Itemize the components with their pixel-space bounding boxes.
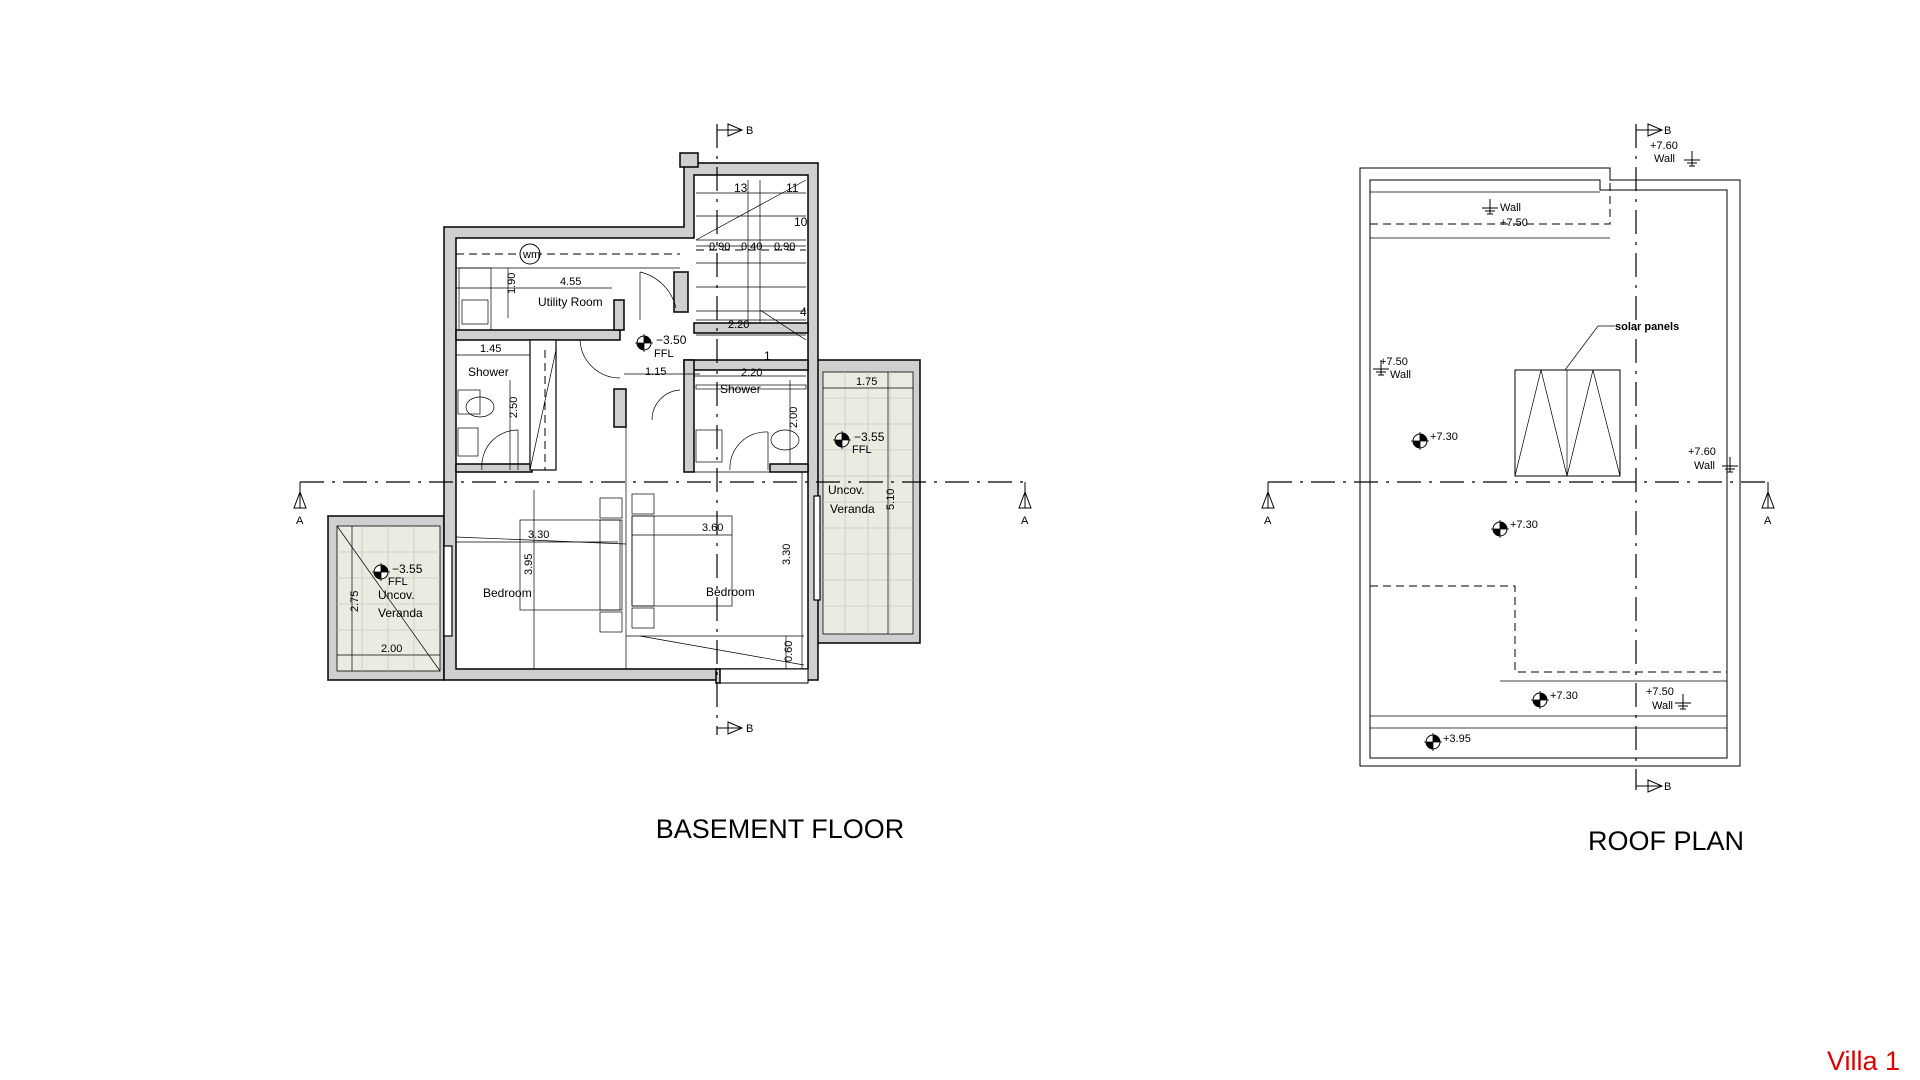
dim-label: 0.40 — [741, 241, 762, 253]
room-label-veranda-right: Uncov. — [828, 483, 864, 497]
dim-label: 1.15 — [645, 366, 666, 378]
section-mark-b-bottom: B — [746, 723, 753, 735]
roof-wall-label: Wall — [1390, 369, 1411, 381]
room-label-utility: Utility Room — [538, 295, 603, 309]
dim-label: 1.90 — [506, 273, 518, 294]
solar-panels — [1514, 325, 1621, 477]
dim-label: 2.20 — [741, 367, 762, 379]
dim-label: 2.20 — [728, 319, 749, 331]
ffl-right: FFL — [852, 444, 872, 456]
basement-floor-title: BASEMENT FLOOR — [656, 814, 905, 844]
level-center: −3.50 — [656, 333, 687, 347]
dim-label: 5.10 — [885, 489, 897, 510]
basement-labels: Utility Room Shower Shower Bedroom Bedro… — [296, 125, 1029, 844]
veranda-right — [815, 359, 921, 644]
room-label-veranda-left: Uncov. — [378, 588, 414, 602]
room-label-shower-right: Shower — [720, 382, 761, 396]
dim-label: 3.95 — [523, 554, 535, 575]
level-symbol — [634, 333, 654, 353]
dim-label: 2.50 — [508, 397, 520, 418]
dim-label: 3.60 — [702, 522, 723, 534]
dim-label: 1.45 — [480, 343, 501, 355]
villa-label: Villa 1 — [1827, 1046, 1900, 1076]
basement-section-lines — [293, 123, 1032, 735]
level-right: −3.55 — [854, 430, 885, 444]
roof-level: +7.60 — [1650, 140, 1678, 152]
roof-level: +7.30 — [1430, 431, 1458, 443]
dim-label: 0.60 — [783, 641, 795, 662]
roof-section-mark-b-top: B — [1664, 125, 1671, 137]
roof-wall-label: Wall — [1500, 202, 1521, 214]
dim-label: 2.00 — [788, 407, 800, 428]
room-label-veranda-right-2: Veranda — [830, 502, 875, 516]
stair-step-1: 1 — [764, 349, 771, 363]
roof-level: +7.60 — [1688, 446, 1716, 458]
section-mark-a-right: A — [1021, 515, 1029, 527]
roof-plan-title: ROOF PLAN — [1588, 826, 1744, 856]
room-label-bedroom-right: Bedroom — [706, 585, 755, 599]
stair-step-13: 13 — [734, 181, 748, 195]
stair-step-10: 10 — [794, 215, 808, 229]
roof-level: +7.30 — [1510, 519, 1538, 531]
roof-level: +7.50 — [1646, 686, 1674, 698]
roof-section-mark-a-left: A — [1264, 515, 1272, 527]
dim-label: 3.30 — [781, 544, 793, 565]
basement-plan — [327, 152, 921, 684]
room-label-veranda-left-2: Veranda — [378, 606, 423, 620]
staircase — [695, 179, 807, 341]
dim-label: 0.90 — [774, 241, 795, 253]
room-label-bedroom-left: Bedroom — [483, 586, 532, 600]
dim-label: 1.75 — [856, 376, 877, 388]
veranda-left — [327, 515, 445, 681]
ffl-left: FFL — [388, 576, 408, 588]
wm-label: wm — [522, 249, 540, 261]
dim-label: 2.75 — [349, 591, 361, 612]
section-mark-b-top: B — [746, 125, 753, 137]
section-mark-a-left: A — [296, 515, 304, 527]
room-label-shower-left: Shower — [468, 365, 509, 379]
roof-section-mark-b-bottom: B — [1664, 781, 1671, 793]
washing-machine-icon — [519, 243, 541, 265]
roof-section-mark-a-right: A — [1764, 515, 1772, 527]
solar-panels-label: solar panels — [1615, 321, 1679, 333]
roof-wall-label: Wall — [1652, 700, 1673, 712]
roof-wall-label: Wall — [1694, 460, 1715, 472]
roof-level: +7.30 — [1550, 690, 1578, 702]
roof-level: +7.50 — [1500, 217, 1528, 229]
roof-level: +3.95 — [1443, 733, 1471, 745]
roof-wall-label: Wall — [1654, 153, 1675, 165]
dim-label: 0.90 — [709, 241, 730, 253]
stair-step-11: 11 — [786, 181, 799, 195]
roof-plan: solar panels +7.60 Wall Wall +7.50 +7.50… — [1261, 123, 1775, 856]
dim-label: 4.55 — [560, 276, 581, 288]
dim-label: 3.30 — [528, 529, 549, 541]
roof-level: +7.50 — [1380, 356, 1408, 368]
stair-step-4: 4 — [800, 305, 807, 319]
dim-label: 2.00 — [381, 643, 402, 655]
ffl-center: FFL — [654, 348, 674, 360]
bedroom-furniture — [519, 493, 733, 633]
level-left: −3.55 — [392, 562, 423, 576]
